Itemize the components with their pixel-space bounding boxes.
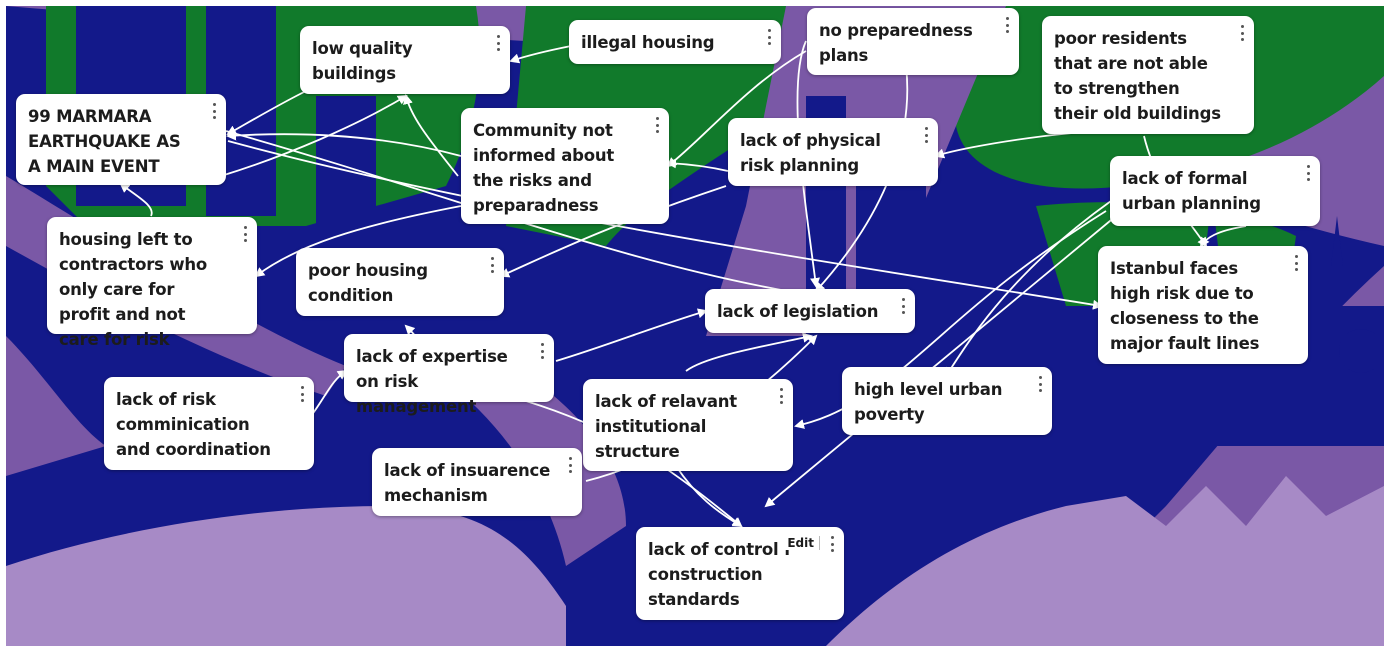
card-text: 99 MARMARA EARTHQUAKE AS A MAIN EVENT: [28, 107, 181, 176]
card-text: lack of legislation: [717, 302, 879, 321]
card-text: no preparedness plans: [819, 21, 973, 65]
more-options-icon[interactable]: [900, 298, 906, 314]
more-options-icon[interactable]: [489, 257, 495, 273]
more-options-icon[interactable]: [1004, 17, 1010, 33]
more-options-icon[interactable]: [242, 226, 248, 242]
more-options-icon[interactable]: [766, 29, 772, 45]
card-no-preparedness-plans[interactable]: no preparedness plans: [807, 8, 1019, 75]
more-options-icon[interactable]: [923, 127, 929, 143]
card-text: lack of physical risk planning: [740, 131, 881, 175]
more-options-icon[interactable]: [1037, 376, 1043, 392]
card-lack-institutional-structure[interactable]: lack of relavant institutional structure: [583, 379, 793, 471]
card-text: high level urban poverty: [854, 380, 1003, 424]
card-low-quality-buildings[interactable]: low quality buildings: [300, 26, 510, 94]
card-text: lack of insuarence mechanism: [384, 461, 551, 505]
card-high-urban-poverty[interactable]: high level urban poverty: [842, 367, 1052, 435]
card-text: lack of risk comminication and coordinat…: [116, 390, 271, 459]
card-istanbul-fault-lines[interactable]: Istanbul faces high risk due to closenes…: [1098, 246, 1308, 364]
more-options-icon[interactable]: [654, 117, 660, 133]
more-options-icon[interactable]: [829, 536, 835, 552]
card-community-not-informed[interactable]: Community not informed about the risks a…: [461, 108, 669, 224]
card-poor-residents[interactable]: poor residents that are not able to stre…: [1042, 16, 1254, 134]
more-options-icon[interactable]: [539, 343, 545, 359]
card-housing-left-to-contractors[interactable]: housing left to contractors who only car…: [47, 217, 257, 349]
card-text: housing left to contractors who only car…: [59, 230, 208, 349]
card-lack-of-legislation[interactable]: lack of legislation: [705, 289, 915, 333]
card-lack-formal-urban-planning[interactable]: lack of formal urban planning: [1110, 156, 1320, 226]
card-text: lack of expertise on risk management: [356, 347, 508, 416]
more-options-icon[interactable]: [1239, 25, 1245, 41]
card-text: lack of formal urban planning: [1122, 169, 1261, 213]
card-marmara-earthquake[interactable]: 99 MARMARA EARTHQUAKE AS A MAIN EVENT: [16, 94, 226, 185]
more-options-icon[interactable]: [567, 457, 573, 473]
card-text: Community not informed about the risks a…: [473, 121, 615, 215]
card-lack-insurance-mechanism[interactable]: lack of insuarence mechanism: [372, 448, 582, 516]
card-poor-housing-condition[interactable]: poor housing condition: [296, 248, 504, 316]
card-text: low quality buildings: [312, 39, 413, 83]
more-options-icon[interactable]: [299, 386, 305, 402]
more-options-icon[interactable]: [211, 103, 217, 119]
card-text: Istanbul faces high risk due to closenes…: [1110, 259, 1260, 353]
more-options-icon[interactable]: [1293, 255, 1299, 271]
card-lack-risk-communication[interactable]: lack of risk comminication and coordinat…: [104, 377, 314, 470]
more-options-icon[interactable]: [778, 388, 784, 404]
card-text: poor residents that are not able to stre…: [1054, 29, 1221, 123]
mind-map-board: 99 MARMARA EARTHQUAKE AS A MAIN EVENT lo…: [6, 6, 1384, 646]
card-illegal-housing[interactable]: illegal housing: [569, 20, 781, 64]
card-lack-physical-risk-planning[interactable]: lack of physical risk planning: [728, 118, 938, 186]
more-options-icon[interactable]: [495, 35, 501, 51]
card-text: lack of relavant institutional structure: [595, 392, 737, 461]
card-text: poor housing condition: [308, 261, 428, 305]
card-lack-control-construction-standards[interactable]: lack of control f construction standards…: [636, 527, 844, 620]
edit-button[interactable]: Edit: [782, 536, 820, 550]
card-text: illegal housing: [581, 33, 715, 52]
card-text: lack of control f construction standards: [648, 540, 791, 609]
more-options-icon[interactable]: [1305, 165, 1311, 181]
card-lack-expertise-risk-management[interactable]: lack of expertise on risk management: [344, 334, 554, 416]
